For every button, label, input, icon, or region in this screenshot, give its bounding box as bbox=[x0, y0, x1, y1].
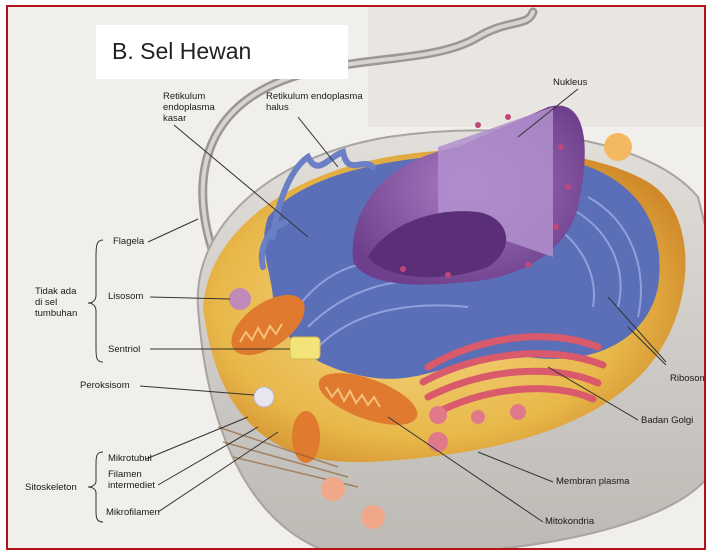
nuclear-pore bbox=[445, 272, 451, 278]
background-text-band bbox=[368, 7, 706, 127]
golgi-vesicle bbox=[429, 406, 447, 424]
mitochondrion-lower bbox=[292, 411, 320, 463]
vesicle bbox=[321, 477, 345, 501]
nuclear-pore bbox=[558, 144, 564, 150]
golgi-vesicle bbox=[510, 404, 526, 420]
lysosome-shape bbox=[229, 288, 251, 310]
label-ribosom: Ribosom bbox=[670, 373, 706, 384]
label-sitoskeleton: Sitoskeleton bbox=[25, 482, 77, 493]
label-retikulum-halus: Retikulum endoplasma halus bbox=[266, 91, 363, 113]
diagram-title: B. Sel Hewan bbox=[112, 38, 251, 65]
golgi-vesicle bbox=[428, 432, 448, 452]
nuclear-pore bbox=[505, 114, 511, 120]
vesicle bbox=[604, 133, 632, 161]
label-retikulum-kasar: Retikulum endoplasma kasar bbox=[163, 91, 215, 124]
nuclear-pore bbox=[475, 122, 481, 128]
nuclear-pore bbox=[525, 262, 531, 268]
label-flagela: Flagela bbox=[113, 236, 144, 247]
label-lisosom: Lisosom bbox=[108, 291, 143, 302]
label-peroksisom: Peroksisom bbox=[80, 380, 130, 391]
centriole-shape bbox=[290, 337, 320, 359]
label-badan-golgi: Badan Golgi bbox=[641, 415, 693, 426]
golgi-vesicle bbox=[471, 410, 485, 424]
label-mikrotubul: Mikrotubul bbox=[108, 453, 152, 464]
diagram-frame: B. Sel Hewan Retikulum endoplasma kasar … bbox=[6, 5, 706, 550]
label-sentriol: Sentriol bbox=[108, 344, 140, 355]
label-nukleus: Nukleus bbox=[553, 77, 587, 88]
label-mitokondria: Mitokondria bbox=[545, 516, 594, 527]
peroxisome-shape bbox=[254, 387, 274, 407]
label-membran-plasma: Membran plasma bbox=[556, 476, 629, 487]
vesicle bbox=[361, 505, 385, 529]
title-box: B. Sel Hewan bbox=[96, 25, 348, 79]
label-tidak-ada: Tidak ada di sel tumbuhan bbox=[35, 286, 77, 319]
nuclear-pore bbox=[400, 266, 406, 272]
nuclear-pore bbox=[553, 224, 559, 230]
nuclear-pore bbox=[565, 184, 571, 190]
label-mikrofilamen: Mikrofilamen bbox=[106, 507, 160, 518]
label-filamen-intermediet: Filamen intermediet bbox=[108, 469, 155, 491]
